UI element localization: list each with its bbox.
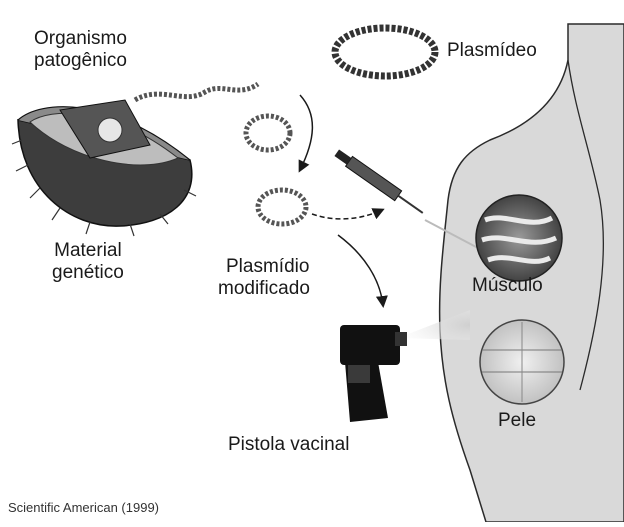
muscle-tissue-icon — [476, 195, 562, 281]
plasmid-icon — [335, 28, 435, 76]
label-musculo: Músculo — [472, 275, 543, 297]
vaccine-gun-icon — [340, 325, 407, 422]
arrow — [312, 210, 382, 219]
arrow — [338, 235, 383, 305]
pathogen-icon — [12, 100, 196, 236]
label-organismo-line1: Organismo — [34, 28, 127, 50]
label-plasmideo: Plasmídeo — [447, 40, 537, 62]
source-credit: Scientific American (1999) — [8, 500, 159, 515]
syringe-icon — [333, 148, 426, 218]
label-organismo: Organismo patogênico — [34, 28, 127, 72]
label-pistola: Pistola vacinal — [228, 434, 349, 456]
label-plasmidio-line2: modificado — [218, 278, 310, 300]
label-plasmidio: Plasmídio modificado — [218, 256, 310, 300]
label-plasmidio-line1: Plasmídio — [218, 256, 310, 278]
label-organismo-line2: patogênico — [34, 50, 127, 72]
arrow — [300, 95, 312, 170]
label-material: Material genético — [52, 240, 124, 284]
label-material-line2: genético — [52, 262, 124, 284]
plasmid-icon — [246, 116, 290, 150]
skin-tissue-icon — [480, 320, 564, 404]
spray-cone — [398, 310, 470, 340]
label-material-line1: Material — [52, 240, 124, 262]
label-pele: Pele — [498, 410, 536, 432]
modified-plasmid-icon — [258, 190, 306, 224]
dna-strand — [135, 84, 258, 100]
